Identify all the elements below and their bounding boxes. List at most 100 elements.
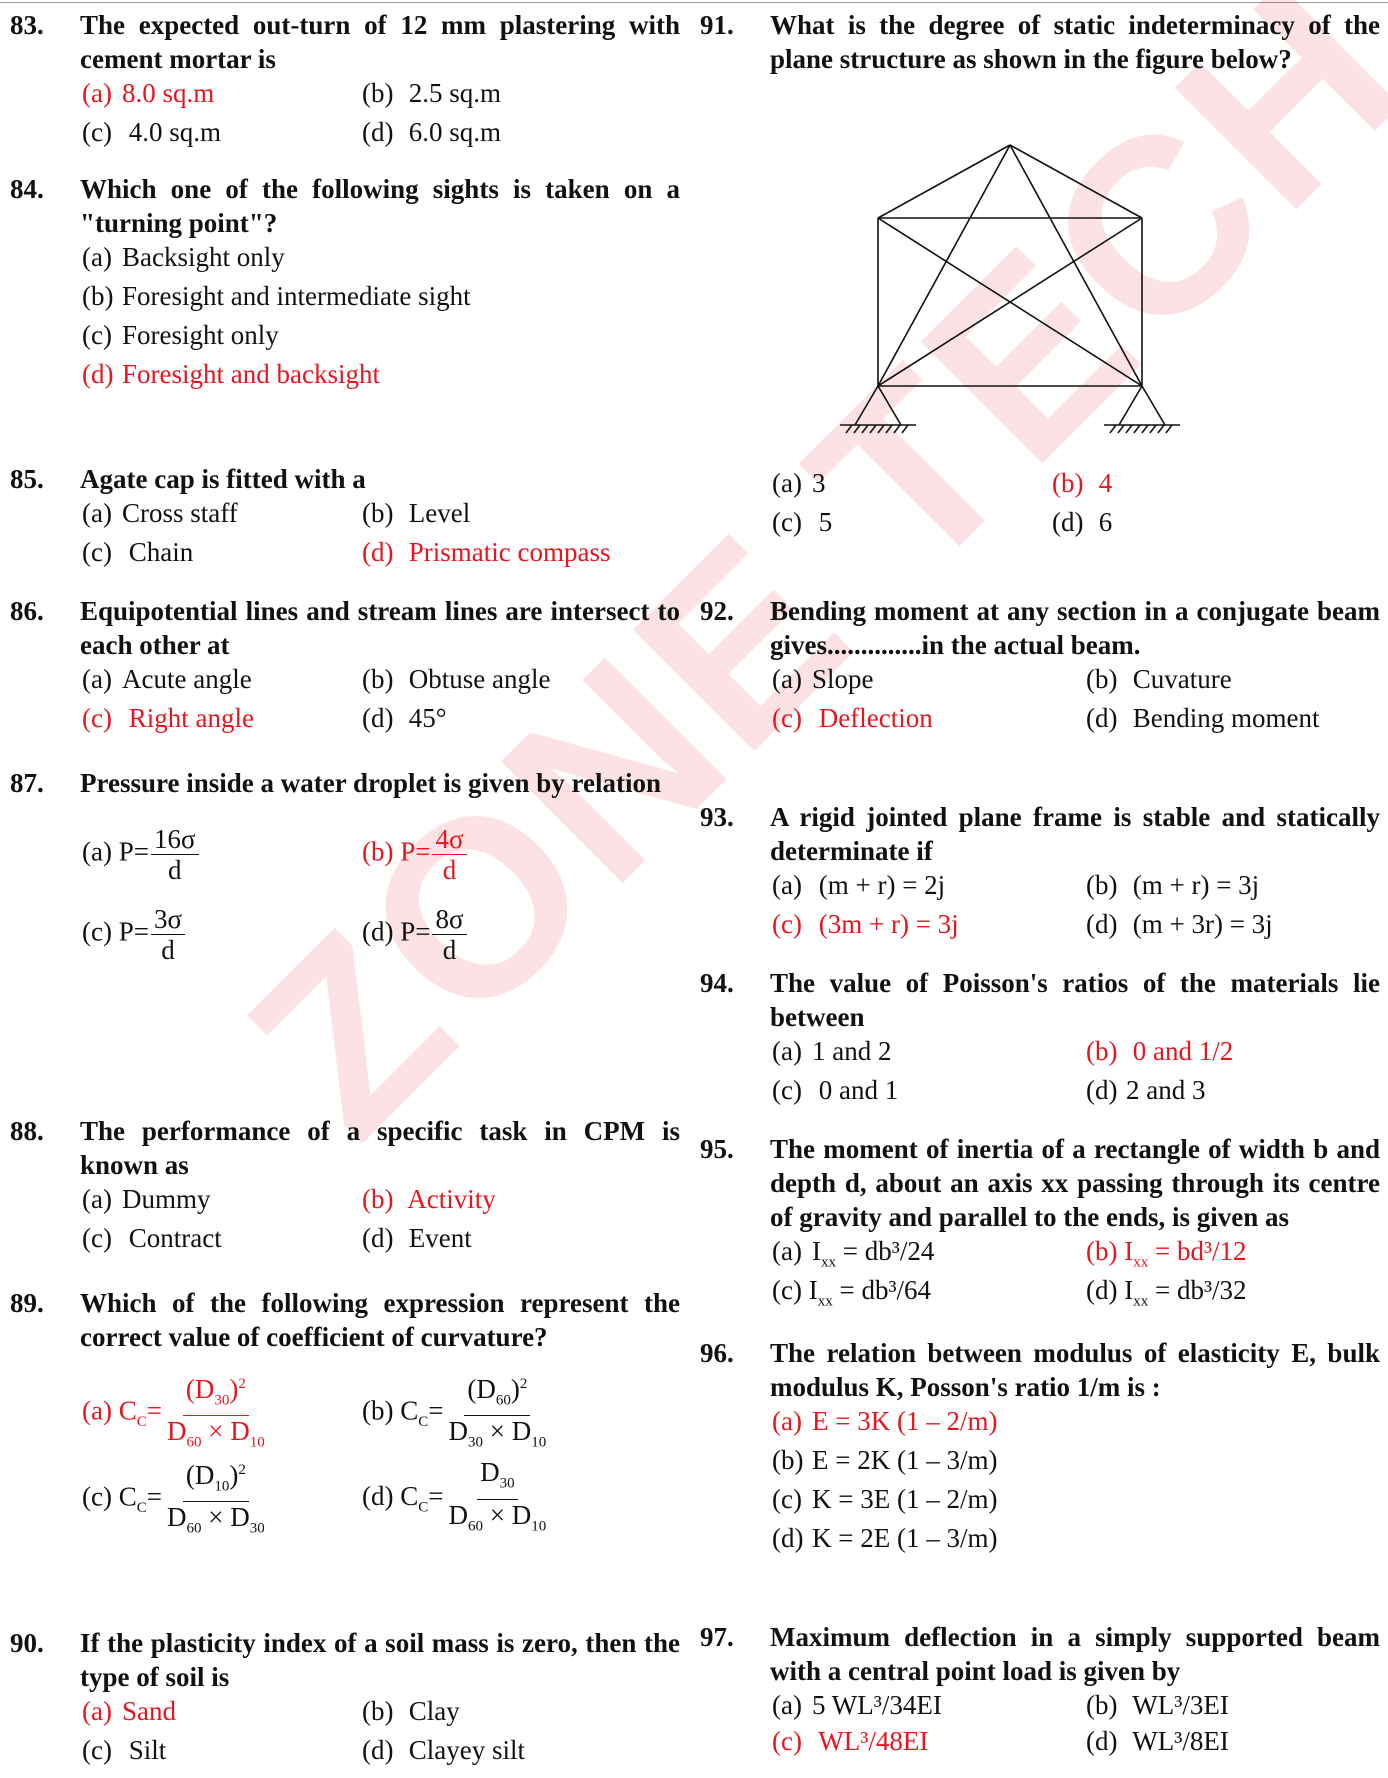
option-b[interactable]: (b) Activity — [362, 1184, 496, 1214]
option-d[interactable]: (d)2 and 3 — [1086, 1075, 1206, 1105]
option-d[interactable]: (d) 6.0 sq.m — [362, 117, 502, 147]
question-number: 97. — [700, 1622, 734, 1652]
option-a[interactable]: (a)1 and 2 — [772, 1036, 892, 1066]
question-97: 97. Maximum deflection in a simply suppor… — [700, 1620, 1380, 1760]
option-b[interactable]: (b)E = 2K (1 – 3/m) — [772, 1445, 998, 1475]
option-c[interactable]: (c) (3m + r) = 3j — [772, 909, 959, 939]
question-text: The value of Poisson's ratios of the mat… — [770, 968, 1380, 1032]
question-text: Maximum deflection in a simply supported… — [770, 1622, 1380, 1686]
question-text: Agate cap is fitted with a — [80, 464, 366, 494]
question-text: Which one of the following sights is tak… — [80, 174, 680, 238]
question-number: 95. — [700, 1134, 734, 1164]
question-92: 92.Bending moment at any section in a co… — [700, 594, 1380, 740]
option-c[interactable]: (c) Chain — [82, 537, 194, 567]
option-c[interactable]: (c) Silt — [82, 1735, 167, 1765]
option-a[interactable]: (a)E = 3K (1 – 2/m) — [772, 1406, 998, 1436]
option-d[interactable]: (d)Foresight and backsight — [82, 359, 380, 389]
option-b[interactable]: (b) 4 — [1052, 468, 1113, 498]
right-support — [1118, 385, 1143, 426]
question-text: If the plasticity index of a soil mass i… — [80, 1628, 680, 1692]
question-text: A rigid jointed plane frame is stable an… — [770, 802, 1380, 866]
option-c[interactable]: (c) Contract — [82, 1223, 222, 1253]
option-a[interactable]: (a)Backsight only — [82, 242, 285, 272]
question-number: 92. — [700, 596, 734, 626]
option-a[interactable]: (a)5 WL³/34EI — [772, 1690, 942, 1720]
question-number: 94. — [700, 968, 734, 998]
option-d[interactable]: (d) 45° — [362, 703, 447, 733]
option-b[interactable]: (b) 0 and 1/2 — [1086, 1036, 1234, 1066]
left-support — [854, 385, 879, 426]
option-b[interactable]: (b)Foresight and intermediate sight — [82, 281, 471, 311]
option-a[interactable]: (a)8.0 sq.m — [82, 78, 215, 108]
option-a[interactable]: (a)Sand — [82, 1696, 176, 1726]
option-b[interactable]: (b) Clay — [362, 1696, 460, 1726]
option-c[interactable]: (c)Foresight only — [82, 320, 279, 350]
diagonal-2 — [877, 217, 1143, 387]
option-d[interactable]: (d) Clayey silt — [362, 1735, 525, 1765]
question-text: The performance of a specific task in CP… — [80, 1116, 680, 1180]
option-b[interactable]: (b) Obtuse angle — [362, 664, 551, 694]
option-b[interactable]: (b) WL³/3EI — [1086, 1690, 1229, 1720]
right-rafter — [1009, 144, 1143, 219]
question-87: 87.Pressure inside a water droplet is gi… — [10, 766, 680, 974]
option-a[interactable]: (a)Dummy — [82, 1184, 211, 1214]
option-a[interactable]: (a)Slope — [772, 664, 874, 694]
question-number: 90. — [10, 1628, 44, 1658]
question-number: 85. — [10, 464, 44, 494]
option-d[interactable]: (d) Bending moment — [1086, 703, 1320, 733]
option-d[interactable]: (d)K = 2E (1 – 3/m) — [772, 1523, 998, 1553]
option-c[interactable]: (c) Ixx = db³/64 — [772, 1275, 932, 1310]
question-90: 90. If the plasticity index of a soil mas… — [10, 1626, 680, 1772]
option-d[interactable]: (d) Event — [362, 1223, 472, 1253]
question-number: 87. — [10, 768, 44, 798]
option-c[interactable]: (c)K = 3E (1 – 2/m) — [772, 1484, 998, 1514]
option-d[interactable]: (d) Prismatic compass — [362, 537, 611, 567]
option-d[interactable]: (d) Ixx = db³/32 — [1086, 1275, 1247, 1310]
option-d[interactable]: (d) WL³/8EI — [1086, 1726, 1229, 1756]
option-a[interactable]: (a)Cross staff — [82, 498, 238, 528]
question-89: 89.Which of the following expression rep… — [10, 1286, 680, 1542]
left-rafter — [877, 144, 1011, 219]
question-text: The relation between modulus of elastici… — [770, 1338, 1380, 1402]
option-b[interactable]: (b) (m + r) = 3j — [1086, 870, 1260, 900]
question-83: 83.The expected out-turn of 12 mm plaste… — [10, 8, 680, 154]
option-c[interactable]: (c) 0 and 1 — [772, 1075, 899, 1105]
option-b[interactable]: (b) 2.5 sq.m — [362, 78, 502, 108]
option-c[interactable]: (c) Right angle — [82, 703, 254, 733]
option-b[interactable]: (b) Ixx = bd³/12 — [1086, 1236, 1247, 1271]
option-a[interactable]: (a)3 — [772, 468, 826, 498]
question-94: 94. The value of Poisson's ratios of the … — [700, 966, 1380, 1112]
option-a[interactable]: (a) (m + r) = 2j — [772, 870, 946, 900]
option-a[interactable]: (a)Acute angle — [82, 664, 252, 694]
question-text: What is the degree of static indetermina… — [770, 10, 1380, 74]
question-text: The moment of inertia of a rectangle of … — [770, 1134, 1380, 1232]
question-text: Equipotential lines and stream lines are… — [80, 596, 680, 660]
question-number: 88. — [10, 1116, 44, 1146]
option-b[interactable]: (b) Cuvature — [1086, 664, 1232, 694]
question-number: 89. — [10, 1288, 44, 1318]
option-c[interactable]: (c) 5 — [772, 507, 833, 537]
option-b[interactable]: (b) Level — [362, 498, 471, 528]
option-d[interactable]: (d) (m + 3r) = 3j — [1086, 909, 1273, 939]
option-c[interactable]: (c) Deflection — [772, 703, 933, 733]
option-a[interactable]: (a)Ixx = db³/24 — [772, 1236, 935, 1271]
option-c[interactable]: (c) WL³/48EI — [772, 1726, 929, 1756]
question-95: 95. The moment of inertia of a rectangle … — [700, 1132, 1380, 1312]
question-text: The expected out-turn of 12 mm plasterin… — [80, 10, 680, 74]
option-c[interactable]: (c) 4.0 sq.m — [82, 117, 222, 147]
option-d[interactable]: (d) 6 — [1052, 507, 1113, 537]
question-91: 91.What is the degree of static indeterm… — [700, 8, 1380, 76]
